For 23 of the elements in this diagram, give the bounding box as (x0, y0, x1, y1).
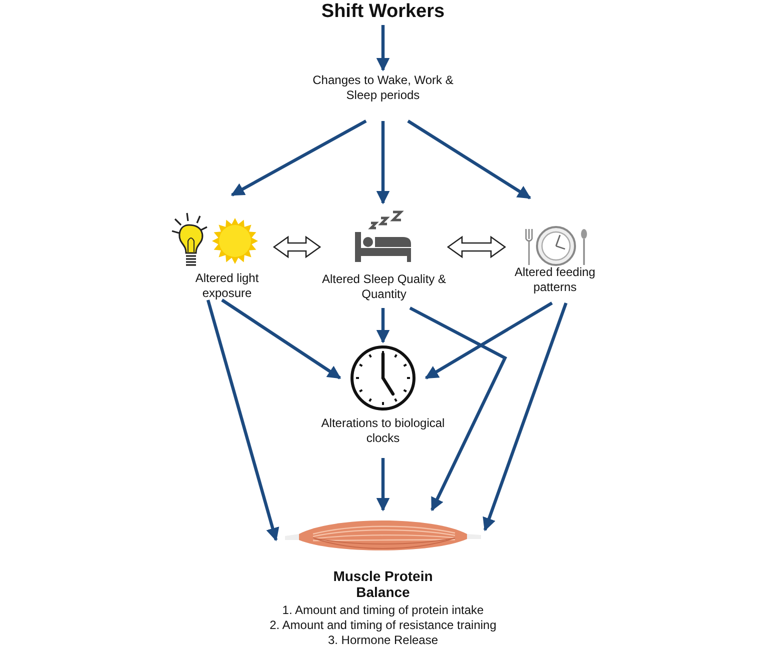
arrow (424, 302, 553, 380)
arrow (407, 120, 532, 200)
arrow (230, 120, 367, 196)
arrow (409, 306, 508, 512)
arrow (221, 298, 342, 380)
list-item: 1. Amount and timing of protein intake (281, 603, 485, 618)
heading-text: Muscle Protein Balance (332, 568, 434, 600)
arrow (482, 302, 568, 532)
double-arrow (446, 236, 506, 258)
double-arrow (272, 236, 322, 258)
node-label: Altered feeding patterns (514, 265, 596, 295)
arrow (376, 458, 390, 512)
arrow (376, 308, 390, 344)
list-item: 3. Hormone Release (326, 633, 440, 648)
node-label: Changes to Wake, Work & Sleep periods (312, 73, 454, 103)
arrow (376, 121, 390, 204)
node-label: Alterations to biological clocks (320, 416, 446, 446)
node-label: Altered light exposure (194, 271, 260, 301)
arrow (376, 25, 390, 72)
list-item: 2. Amount and timing of resistance training (268, 618, 498, 633)
node-label: Altered Sleep Quality & Quantity (320, 272, 448, 302)
title-text: Shift Workers (320, 0, 446, 24)
arrow (206, 300, 280, 542)
